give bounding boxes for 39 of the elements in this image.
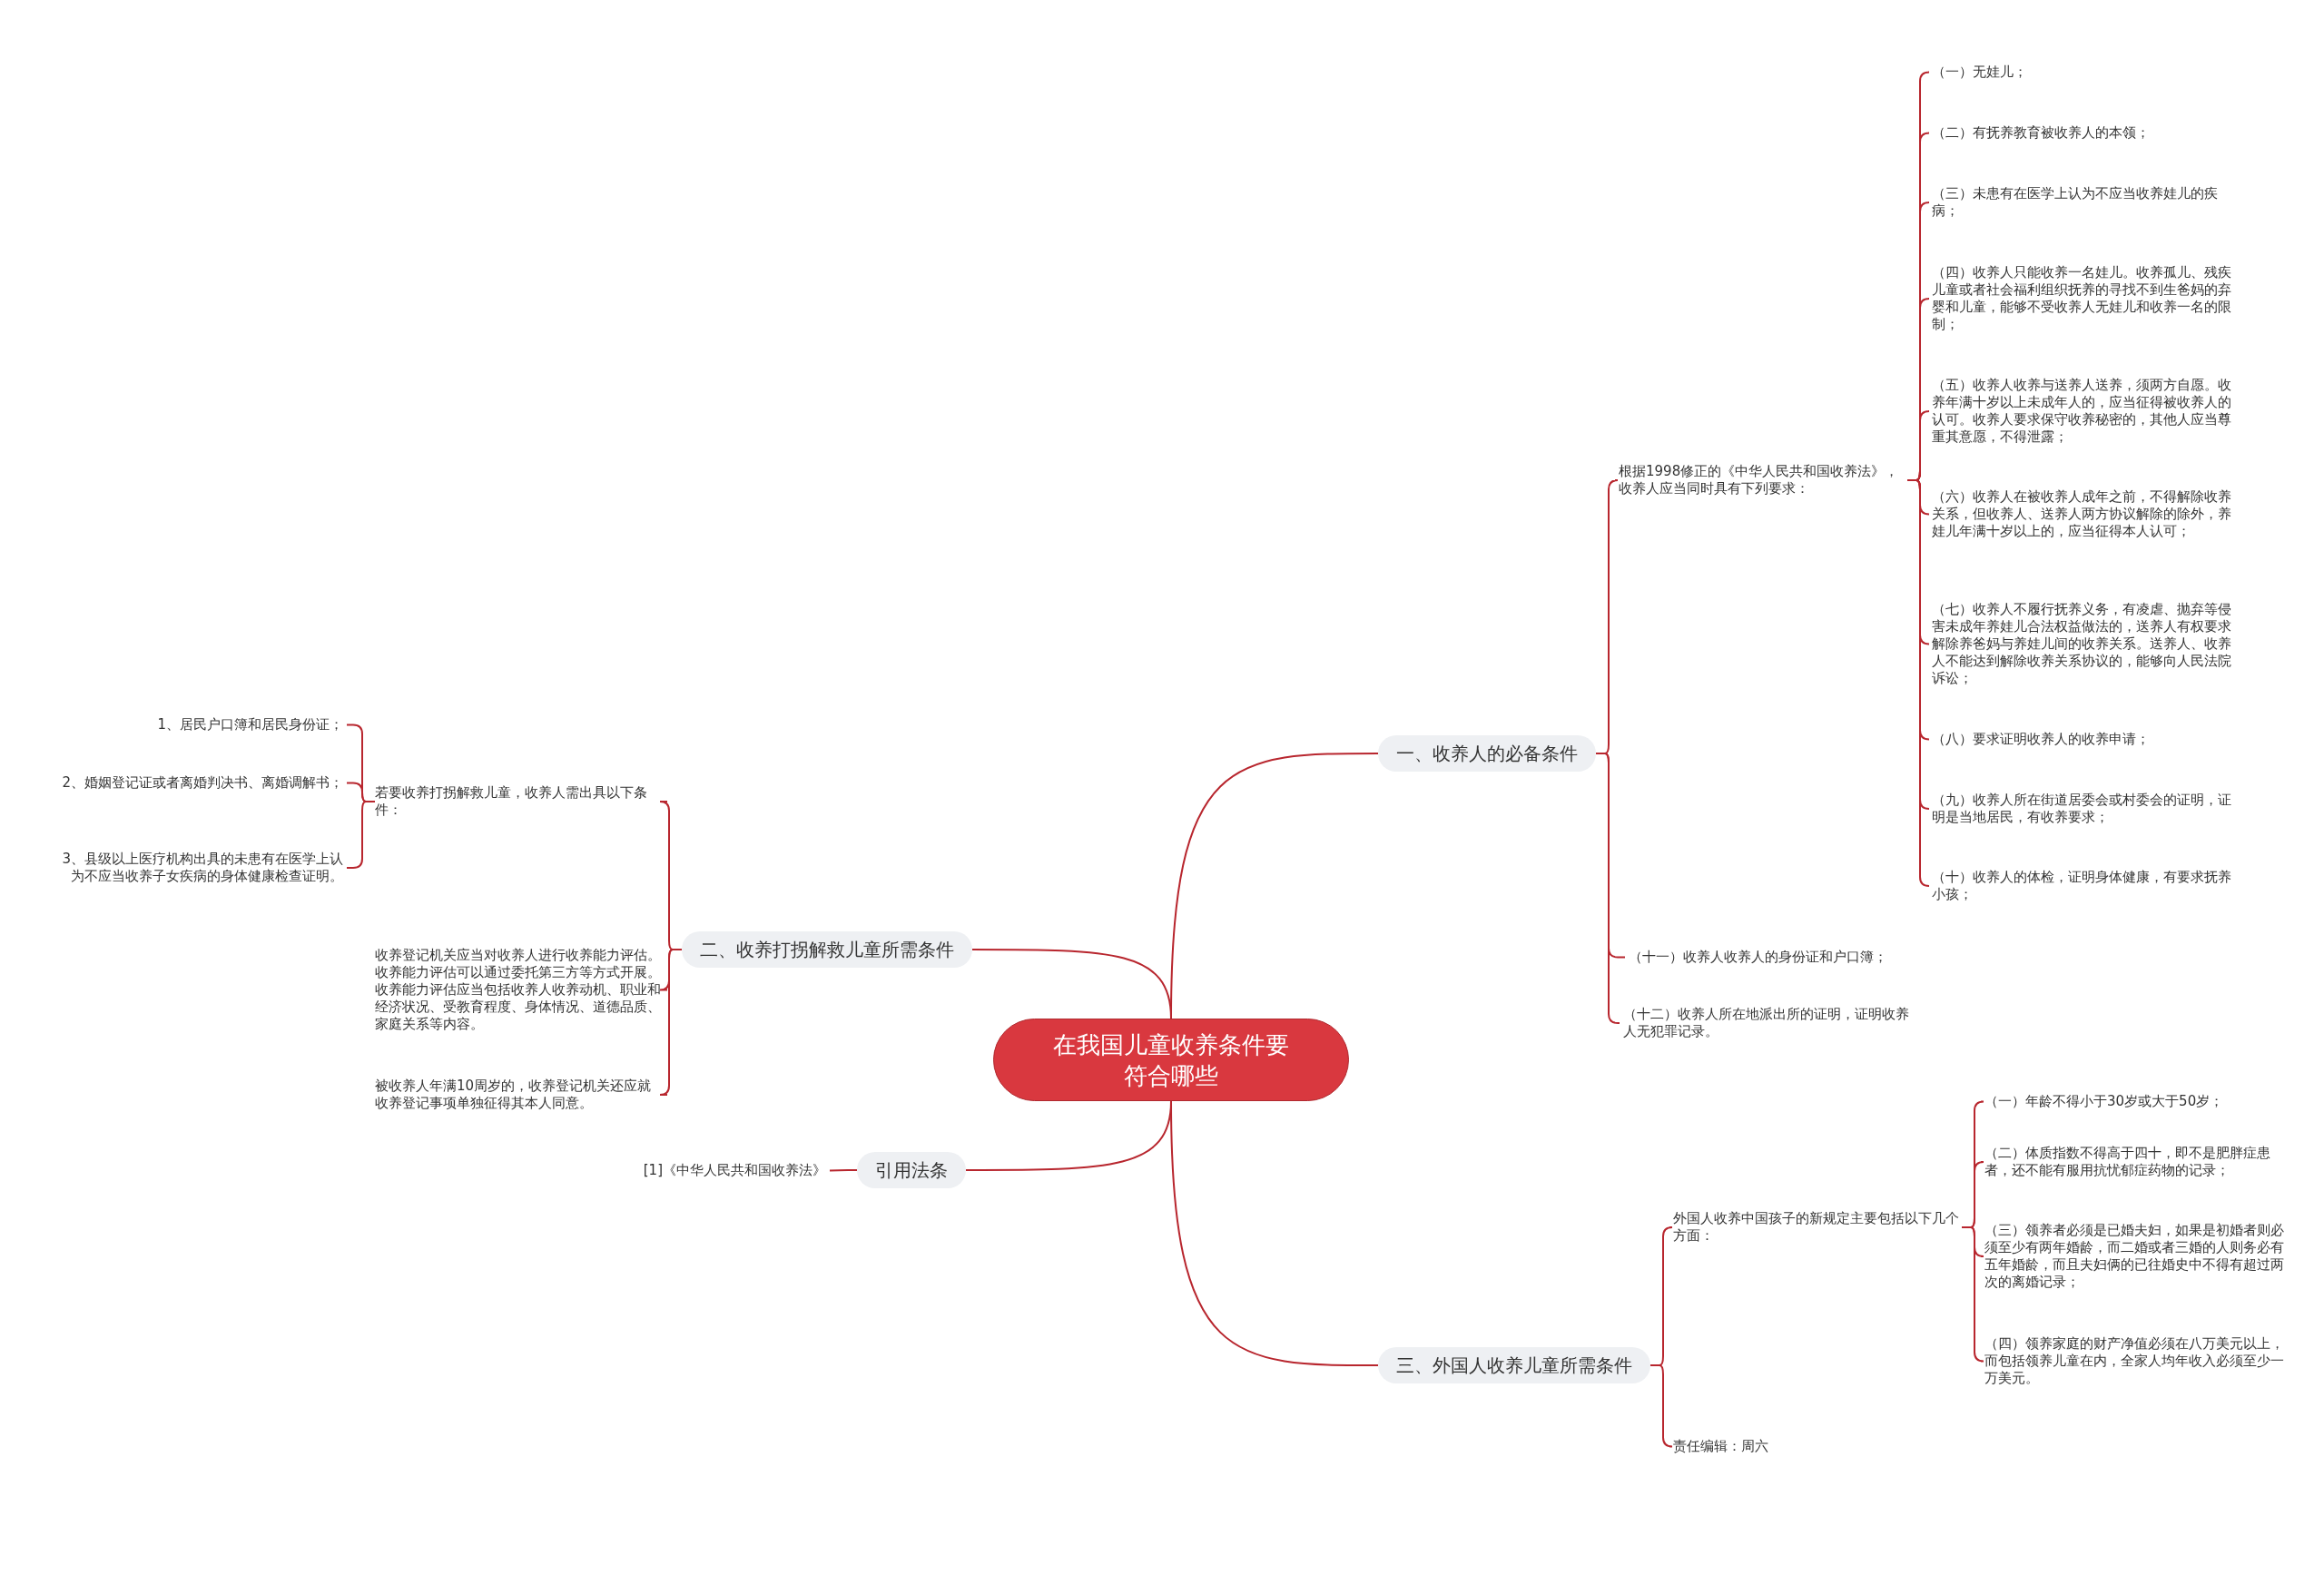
topic-text: 被收养人年满10周岁的，收养登记机关还应就收养登记事项单独征得其本人同意。: [375, 1078, 664, 1112]
connector-line: [971, 949, 1172, 1019]
branch-topic: 一、收养人的必备条件: [1378, 735, 1596, 772]
topic-text: 根据1998修正的《中华人民共和国收养法》，收养人应当同时具有下列要求：: [1619, 463, 1907, 497]
topic-text: （六）收养人在被收养人成年之前，不得解除收养关系，但收养人、送养人两方协议解除的除外，养娃儿年满十岁以上的，应当征得本人认可；: [1932, 488, 2231, 540]
topic-text: [1]《中华人民共和国收养法》: [635, 1162, 826, 1179]
connector-line: [1649, 1364, 1673, 1448]
topic-text: 外国人收养中国孩子的新规定主要包括以下几个方面：: [1673, 1210, 1962, 1245]
connector-line: [1170, 1100, 1379, 1366]
topic-text: （九）收养人所在街道居委会或村委会的证明，证明是当地居民，有收养要求；: [1932, 792, 2231, 826]
topic-text: （五）收养人收养与送养人送养，须两方自愿。收养年满十岁以上未成年人的，应当征得被收养人的认可。收养人要求保守收养秘密的，其他人应当尊重其意愿，不得泄露；: [1932, 377, 2231, 446]
topic-text: （一）年龄不得小于30岁或大于50岁；: [1984, 1093, 2284, 1110]
root-topic: 在我国儿童收养条件要符合哪些: [993, 1019, 1349, 1101]
topic-text: （三）领养者必须是已婚夫妇，如果是初婚者则必须至少有两年婚龄，而二婚或者三婚的人则务必有五年婚龄，而且夫妇俩的已往婚史中不得有超过两次的离婚记录；: [1984, 1222, 2284, 1291]
topic-text: 若要收养打拐解救儿童，收养人需出具以下条件：: [375, 784, 664, 819]
topic-text: 1、居民户口簿和居民身份证；: [54, 716, 343, 733]
topic-text: （十二）收养人所在地派出所的证明，证明收养人无犯罪记录。: [1623, 1006, 1914, 1040]
topic-text: 收养登记机关应当对收养人进行收养能力评估。收养能力评估可以通过委托第三方等方式开展。收养能力评估应当包括收养人收养动机、职业和经济状况、受教育程度、身体情况、道德品质、家庭关系等内容。: [375, 947, 664, 1033]
topic-text: （十一）收养人收养人的身份证和户口簿；: [1629, 949, 1928, 966]
topic-text: （三）未患有在医学上认为不应当收养娃儿的疾病；: [1932, 185, 2231, 220]
topic-text: （四）收养人只能收养一名娃儿。收养孤儿、残疾儿童或者社会福利组织抚养的寻找不到生爸妈的弃婴和儿童，能够不受收养人无娃儿和收养一名的限制；: [1932, 264, 2231, 333]
topic-text: （二）有抚养教育被收养人的本领；: [1932, 124, 2231, 142]
connector-line: [1595, 753, 1620, 1024]
topic-text: 2、婚姻登记证或者离婚判决书、离婚调解书；: [54, 774, 343, 792]
topic-text: 责任编辑：周六: [1673, 1438, 1855, 1455]
connector-line: [659, 949, 683, 1096]
topic-text: （四）领养家庭的财产净值必须在八万美元以上，而包括领养儿童在内，全家人均年收入必须至少一万美元。: [1984, 1335, 2284, 1387]
branch-topic: 引用法条: [857, 1152, 966, 1188]
connector-line: [1906, 479, 1930, 887]
topic-text: （七）收养人不履行抚养义务，有凌虐、抛弃等侵害未成年养娃儿合法权益做法的，送养人有权要求解除养爸妈与养娃儿间的收养关系。送养人、收养人不能达到解除收养关系协议的，能够向人民法院诉讼；: [1932, 601, 2231, 687]
branch-topic: 二、收养打拐解救儿童所需条件: [682, 931, 972, 968]
topic-text: （八）要求证明收养人的收养申请；: [1932, 731, 2231, 748]
branch-topic: 三、外国人收养儿童所需条件: [1378, 1347, 1650, 1383]
connector-line: [1961, 1226, 1984, 1363]
topic-text: （二）体质指数不得高于四十，即不是肥胖症患者，还不能有服用抗忧郁症药物的记录；: [1984, 1145, 2284, 1179]
topic-text: （一）无娃儿；: [1932, 64, 2231, 81]
topic-text: （十）收养人的体检，证明身体健康，有要求抚养小孩；: [1932, 869, 2231, 903]
connector-line: [829, 1169, 858, 1172]
topic-text: 3、县级以上医疗机构出具的未患有在医学上认为不应当收养子女疾病的身体健康检查证明。: [54, 851, 343, 885]
